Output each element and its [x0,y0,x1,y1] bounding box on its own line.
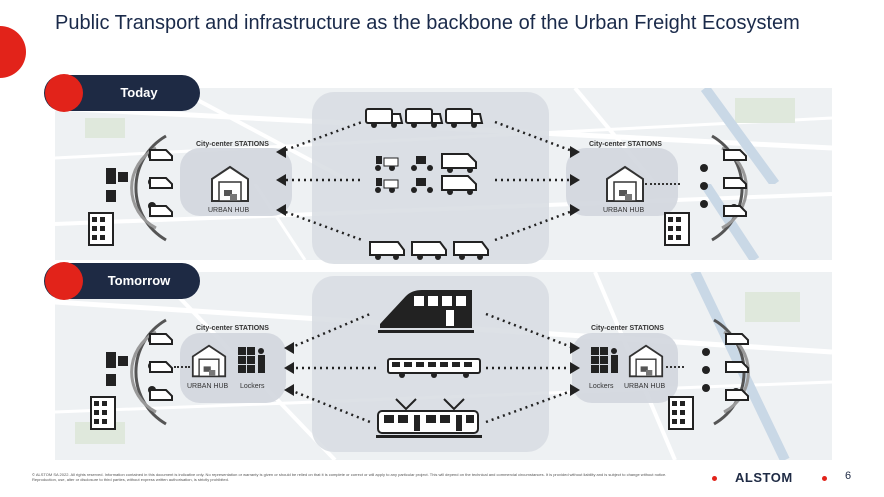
brand-dot-right [822,476,827,481]
bus-icon [386,357,482,384]
tomorrow-left-hub-label: URBAN HUB [187,383,229,390]
warehouse-icon [191,342,227,385]
tomorrow-left-lockers-label: Lockers [240,383,265,390]
lockers-icon [237,346,267,383]
truck-icon [364,106,484,135]
today-right-hub-label: URBAN HUB [603,207,645,214]
delivery-vehicle-icon [148,148,174,229]
warehouse-icon [628,342,664,385]
tomorrow-route-lines [284,312,580,424]
tomorrow-red-dot [45,262,83,300]
today-label: Today [120,85,158,100]
tomorrow-right-hub-label: URBAN HUB [624,383,666,390]
today-left-hub-label: URBAN HUB [208,207,250,214]
today-left-station-title: City-center STATIONS [196,141,269,148]
alstom-logo: ALSTOM [735,470,793,485]
brand-dot-left [712,476,717,481]
building-icon [88,212,114,251]
tomorrow-label: Tomorrow [107,273,171,288]
warehouse-icon [210,165,250,208]
tomorrow-left-dotted-link [174,366,190,368]
building-icon [668,396,694,435]
today-right-dotted-link [645,183,680,185]
delivery-vehicle-icon [148,332,174,413]
metro-icon [376,284,476,339]
tomorrow-right-station-title: City-center STATIONS [591,325,664,332]
building-icon [664,212,690,251]
tomorrow-left-station-title: City-center STATIONS [196,325,269,332]
brand-accent-circle [0,26,26,78]
today-red-dot [45,74,83,112]
tomorrow-right-dotted-link [666,366,684,368]
delivery-vehicle-icon [724,332,750,413]
tomorrow-right-lockers-label: Lockers [589,383,614,390]
slide-title: Public Transport and infrastructure as t… [55,12,800,34]
van-icon [368,238,492,267]
lockers-icon [590,346,620,383]
page-number: 6 [845,470,852,482]
legal-footer: © ALSTOM SA 2022. All rights reserved. I… [32,472,667,482]
delivery-vehicle-icon [722,148,748,229]
scooter-icon [372,150,482,201]
building-icon [90,396,116,435]
tram-icon [376,397,482,444]
today-right-station-title: City-center STATIONS [589,141,662,148]
today-route-lines [276,120,580,242]
warehouse-icon [605,165,645,208]
